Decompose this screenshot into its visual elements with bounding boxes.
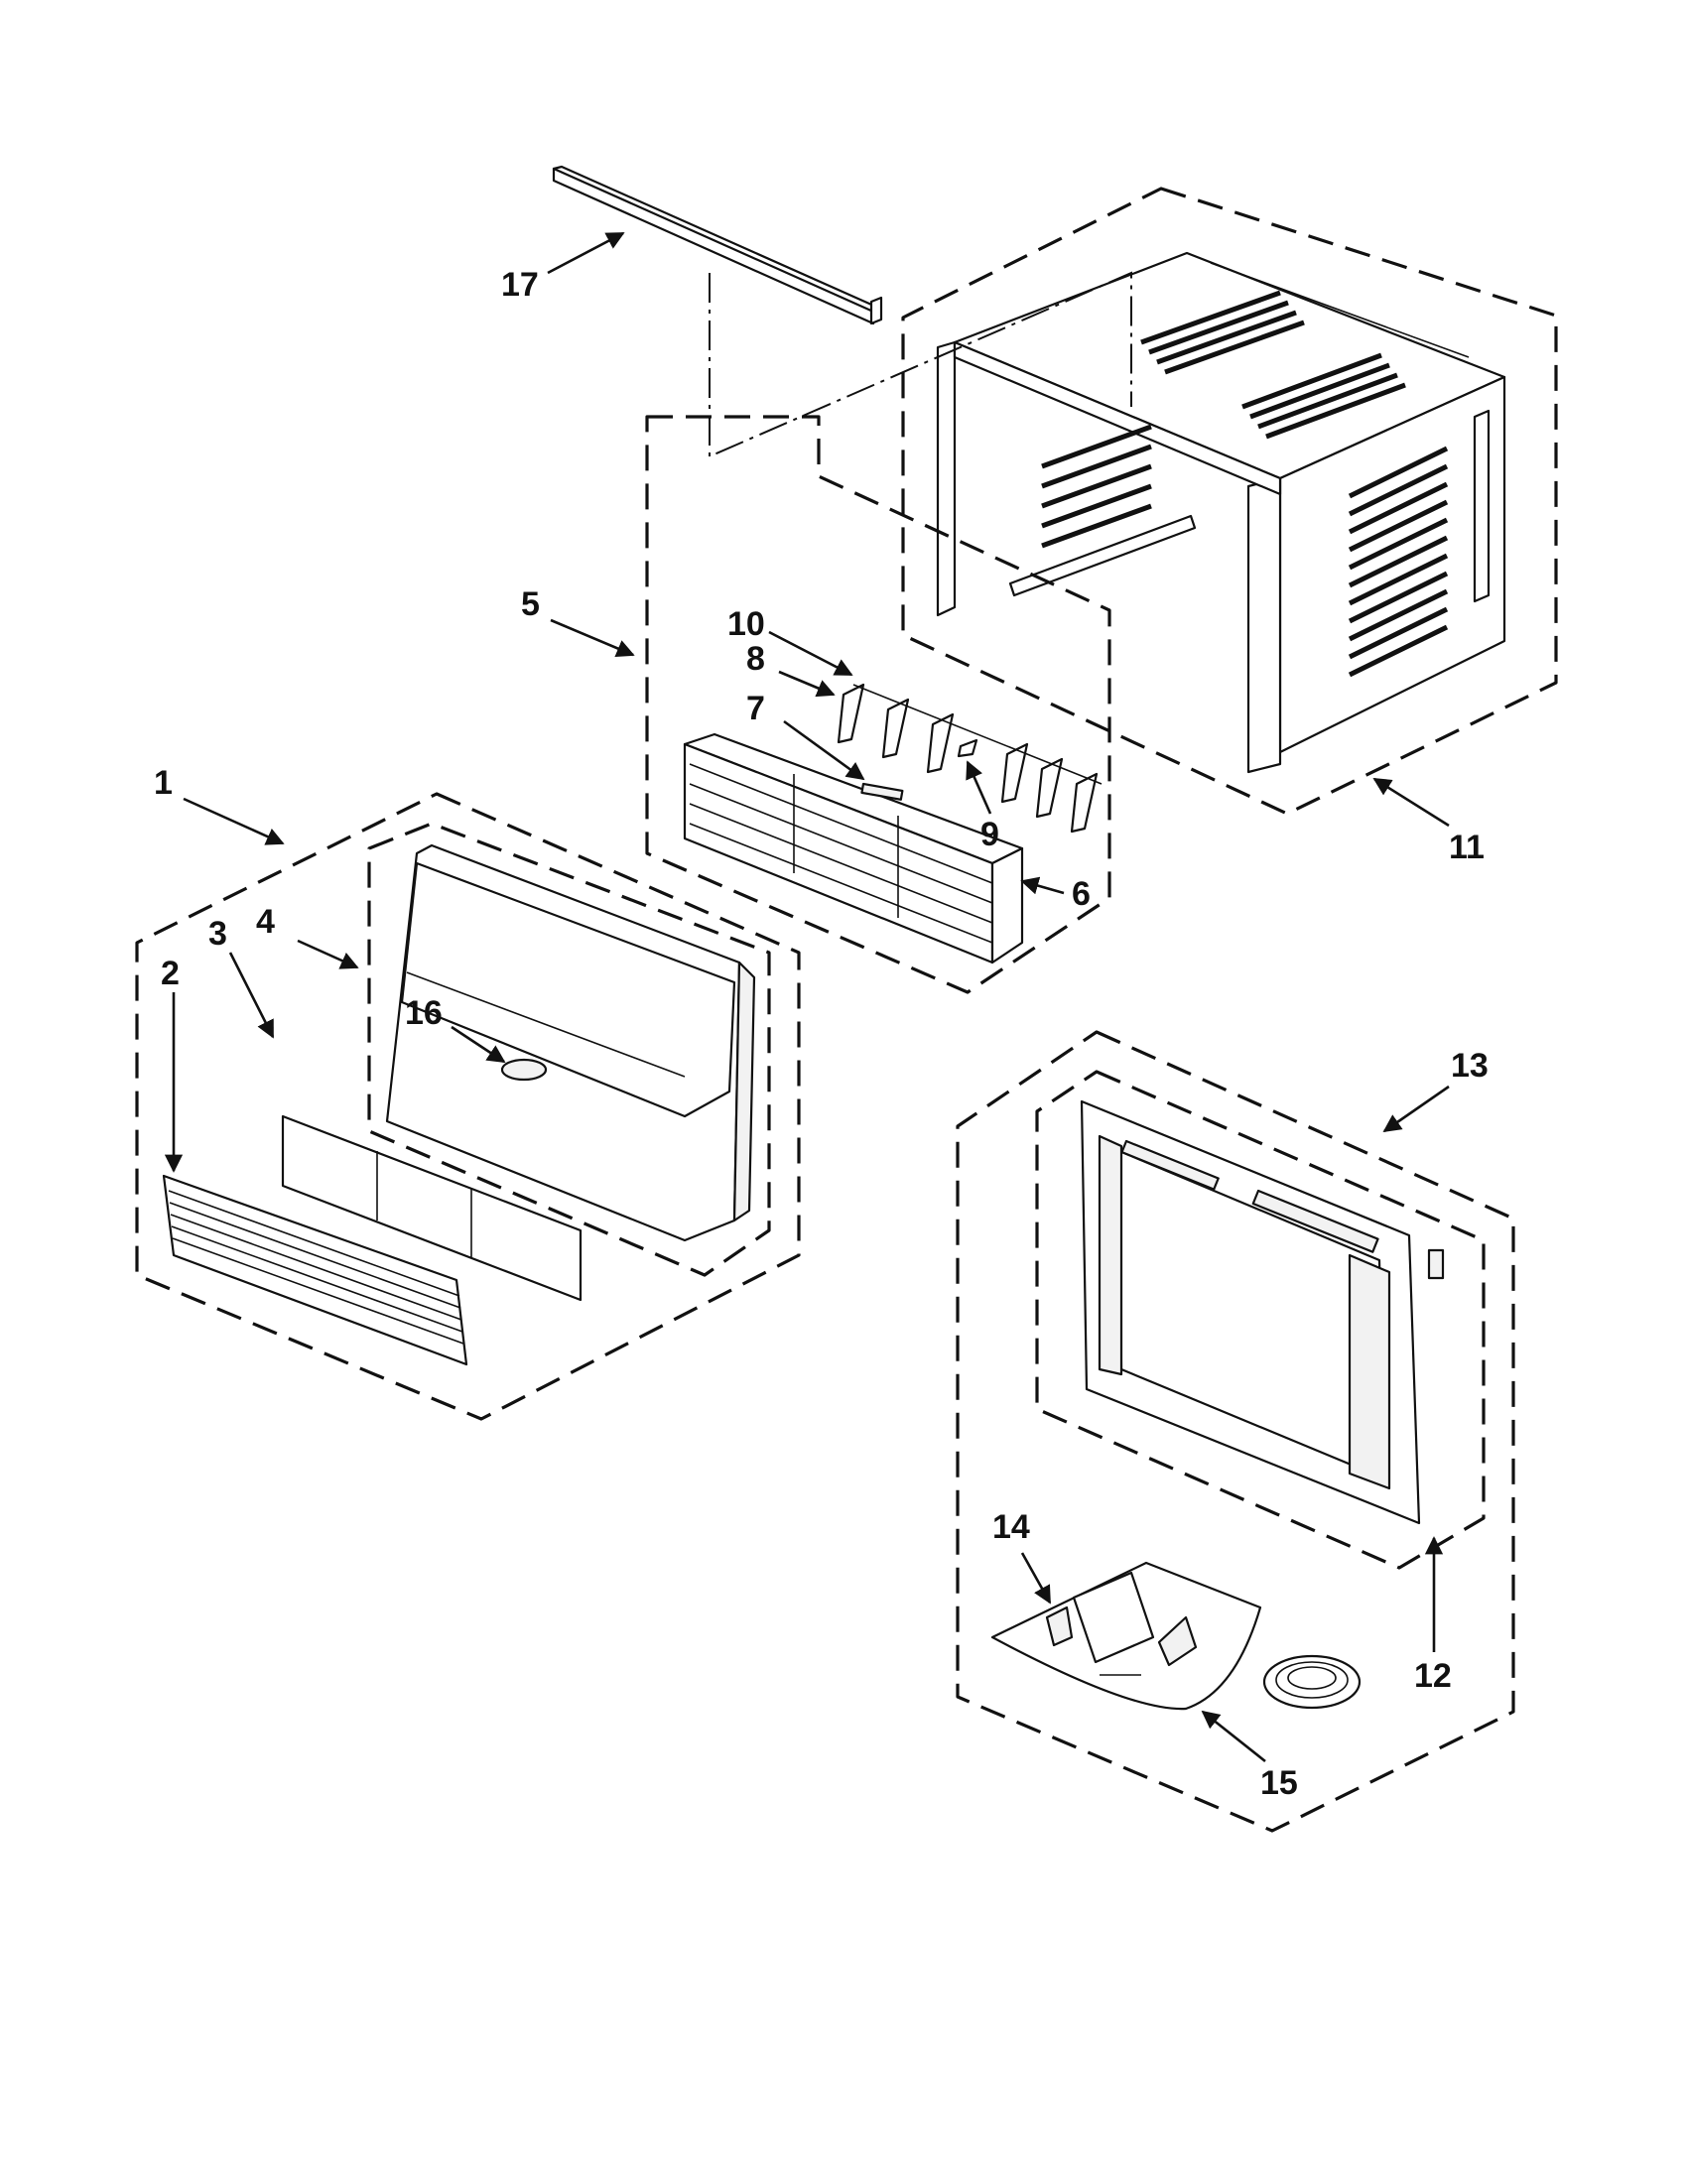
leader-15 xyxy=(1201,1710,1266,1763)
leader-17 xyxy=(547,231,625,275)
leader-6 xyxy=(1020,876,1065,895)
air-deflector-frame-part-6 xyxy=(683,732,1024,964)
clip-part-9 xyxy=(957,738,978,758)
callout-1: 1 xyxy=(154,764,173,802)
leader-lines xyxy=(164,231,1450,1763)
cabinet-group-outline xyxy=(901,187,1558,816)
top-vent-grille xyxy=(1140,290,1406,440)
top-rail-part-17 xyxy=(552,165,1132,458)
front-panel-group xyxy=(135,792,801,1421)
front-group-outline xyxy=(135,792,801,1421)
hardware-bag-part-15 xyxy=(990,1561,1262,1711)
callout-12: 12 xyxy=(1414,1657,1452,1695)
leader-11 xyxy=(1372,777,1450,828)
callout-15: 15 xyxy=(1260,1764,1298,1802)
side-curtain-frame-part-12 xyxy=(1080,1099,1445,1525)
callout-17: 17 xyxy=(501,266,539,304)
callout-3: 3 xyxy=(208,915,227,953)
louver-assembly-group xyxy=(645,415,1111,994)
leader-10 xyxy=(768,630,853,677)
callout-labels: 1 2 3 4 5 6 7 8 9 10 11 12 13 14 15 16 1… xyxy=(154,266,1489,1802)
callout-10: 10 xyxy=(727,605,765,643)
front-panel-subgroup-outline xyxy=(367,822,771,1277)
leader-3 xyxy=(228,952,275,1039)
leader-7 xyxy=(783,719,865,781)
callout-6: 6 xyxy=(1072,875,1091,913)
leader-1 xyxy=(183,797,285,845)
louver-group-outline xyxy=(645,415,1111,994)
callout-4: 4 xyxy=(256,903,275,941)
callout-13: 13 xyxy=(1451,1047,1489,1085)
install-kit-group-outline xyxy=(956,1030,1515,1833)
leader-16 xyxy=(451,1025,506,1064)
inner-louvers xyxy=(1041,424,1152,549)
callout-5: 5 xyxy=(521,585,540,623)
leader-4 xyxy=(297,939,359,969)
callout-11: 11 xyxy=(1449,829,1485,866)
install-kit-group xyxy=(956,1030,1515,1833)
leader-9 xyxy=(966,760,992,815)
callout-16: 16 xyxy=(405,994,443,1032)
grille-part-2 xyxy=(162,1174,468,1366)
bracket-part-14 xyxy=(1045,1606,1074,1647)
cabinet-body xyxy=(936,251,1506,774)
callout-7: 7 xyxy=(746,690,765,727)
side-curtain-subgroup-outline xyxy=(1035,1070,1486,1570)
vane-connector-bar-part-10 xyxy=(852,684,1103,785)
callout-14: 14 xyxy=(992,1508,1030,1546)
filter-part-3 xyxy=(281,1114,583,1302)
louver-vanes-part-8 xyxy=(837,683,1099,834)
leader-13 xyxy=(1382,1085,1450,1133)
callout-8: 8 xyxy=(746,640,765,678)
link-bar-part-7 xyxy=(860,782,904,801)
leader-5 xyxy=(550,618,635,658)
leader-14 xyxy=(1020,1552,1052,1605)
side-louvers xyxy=(1348,446,1449,678)
callout-9: 9 xyxy=(980,816,999,853)
callout-2: 2 xyxy=(161,955,180,992)
front-panel-part-4 xyxy=(385,843,756,1242)
logo-badge-part-16 xyxy=(500,1058,548,1082)
cabinet-assembly-group xyxy=(901,187,1558,816)
leader-8 xyxy=(778,670,836,698)
foam-seal-coil xyxy=(1262,1654,1362,1710)
